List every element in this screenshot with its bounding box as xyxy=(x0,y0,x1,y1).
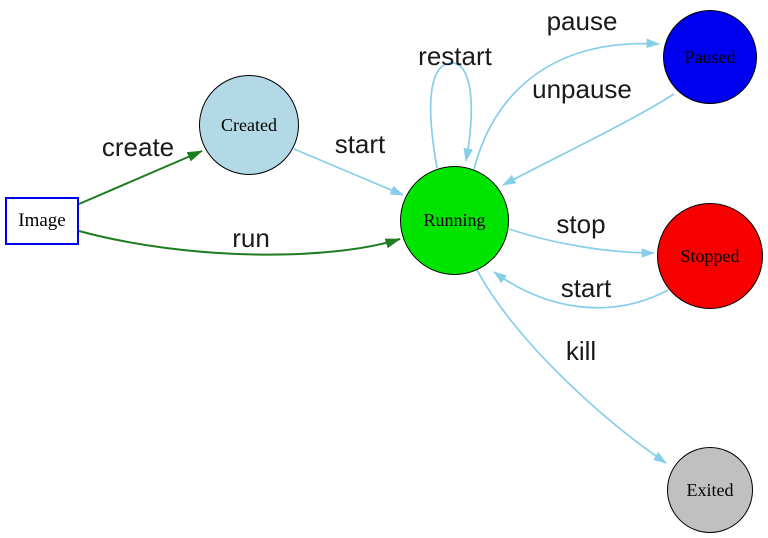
edge-run xyxy=(78,230,401,256)
edge-label-start-created: start xyxy=(334,129,386,159)
edge-kill xyxy=(476,269,667,464)
node-stopped-label: Stopped xyxy=(680,245,740,266)
edge-start-created xyxy=(293,148,404,196)
edge-pause xyxy=(473,38,660,170)
edge-label-restart: restart xyxy=(418,41,492,71)
edge-restart xyxy=(429,62,473,169)
edge-label-pause: pause xyxy=(546,6,618,36)
node-exited-label: Exited xyxy=(686,479,734,500)
node-created-label: Created xyxy=(221,114,277,135)
edge-label-create: create xyxy=(101,132,175,162)
node-paused-label: Paused xyxy=(684,46,736,67)
node-stopped: Stopped xyxy=(657,203,763,309)
edge-stop xyxy=(508,228,655,258)
edge-label-start-stopped: start xyxy=(560,273,612,303)
edge-label-kill: kill xyxy=(565,336,597,366)
node-created: Created xyxy=(199,75,299,175)
node-paused: Paused xyxy=(663,10,757,104)
edge-unpause xyxy=(502,93,675,186)
node-image-label: Image xyxy=(18,210,66,231)
edge-label-stop: stop xyxy=(556,209,606,239)
node-running-label: Running xyxy=(423,210,486,230)
node-image: Image xyxy=(5,197,79,245)
node-running: Running xyxy=(400,166,509,275)
edge-label-unpause: unpause xyxy=(532,74,632,104)
edge-create xyxy=(78,150,203,205)
edge-start-stopped xyxy=(493,271,669,309)
node-exited: Exited xyxy=(667,447,753,533)
edge-label-run: run xyxy=(232,223,270,253)
